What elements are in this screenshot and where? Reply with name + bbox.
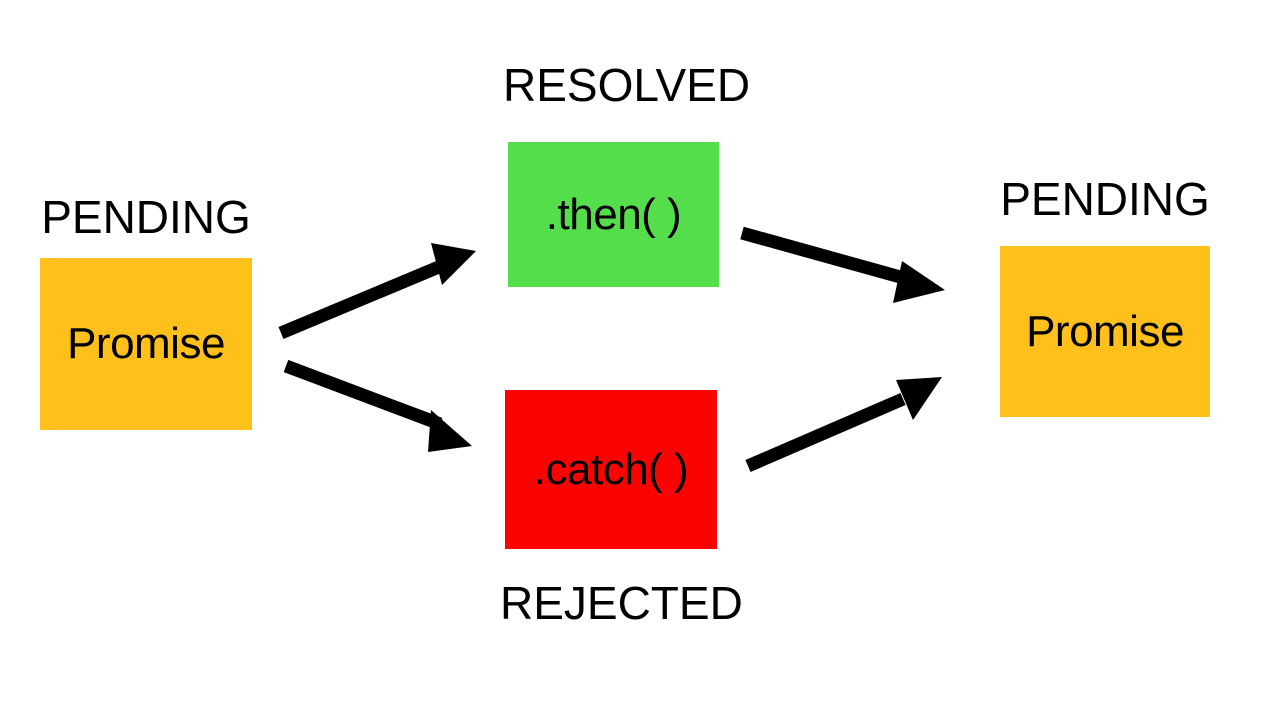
node-promise-result-label: Promise [1026,306,1184,356]
node-promise-pending-label: Promise [67,319,225,368]
state-label-pending-right: PENDING [1000,173,1210,225]
state-label-pending-left: PENDING [41,191,251,243]
state-label-rejected: REJECTED [500,577,743,629]
node-promise-pending[interactable]: Promise [40,258,252,430]
node-then[interactable]: .then( ) [508,142,719,287]
state-label-resolved: RESOLVED [503,59,751,111]
node-catch-label: .catch( ) [533,444,689,494]
arrow-pending-to-catch-icon [283,359,472,452]
node-promise-result[interactable]: Promise [1000,246,1210,417]
arrow-then-to-promise-icon [740,226,945,303]
node-catch[interactable]: .catch( ) [505,390,717,549]
arrow-pending-to-then-icon [278,243,476,339]
arrow-catch-to-promise-icon [745,377,942,472]
node-then-label: .then( ) [545,189,682,239]
